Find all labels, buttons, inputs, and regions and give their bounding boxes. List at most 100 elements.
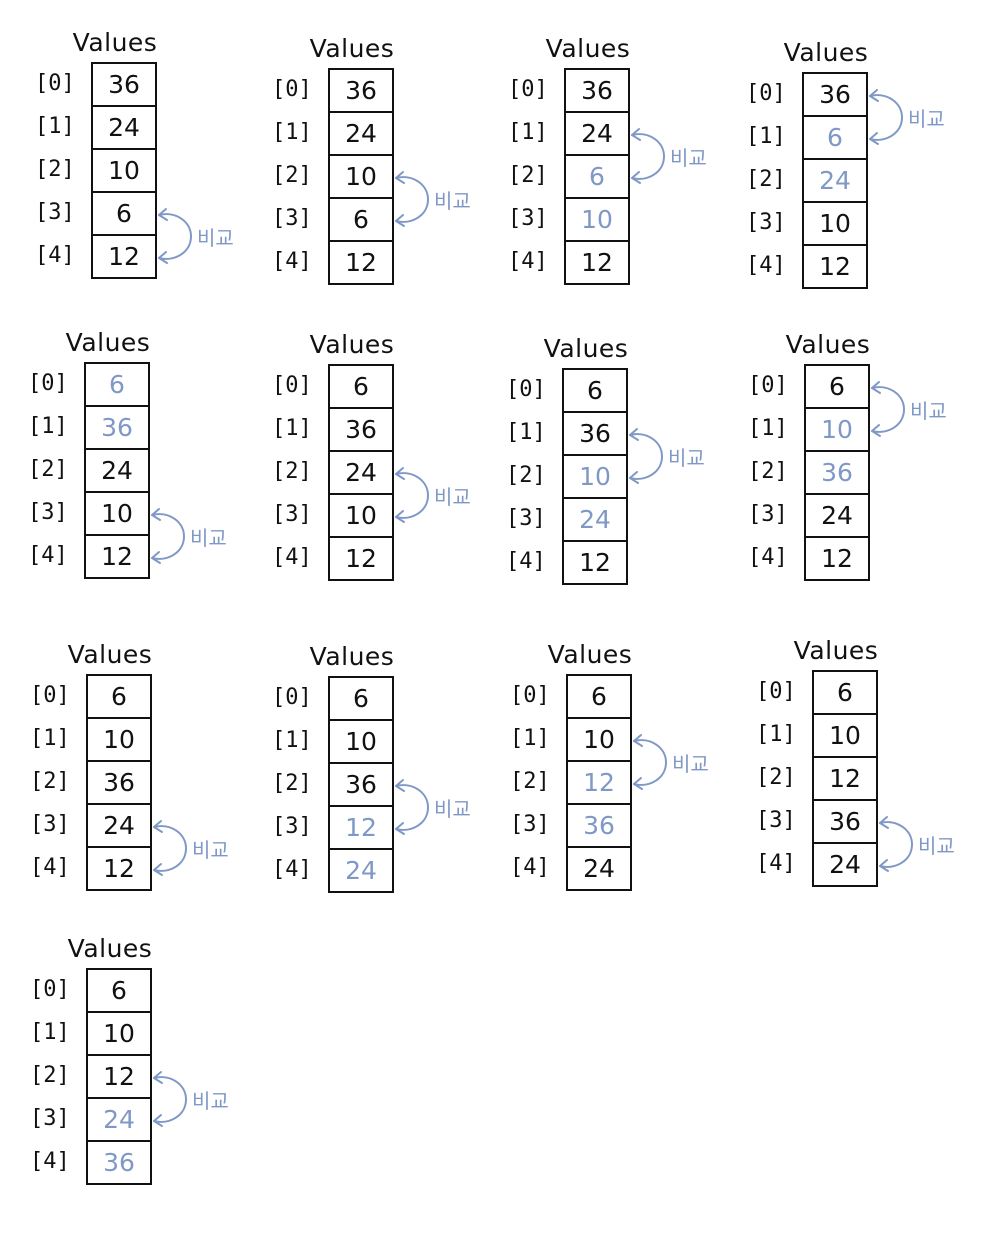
index-label: [4] (30, 1149, 70, 1174)
array-cell: 12 (581, 248, 613, 277)
index-label: [4] (506, 549, 546, 574)
index-label: [2] (272, 163, 312, 188)
index-label: [3] (508, 206, 548, 231)
array-cell: 10 (86, 493, 148, 536)
array-cell: 12 (821, 544, 853, 573)
index-column: [0][1][2][3][4] (508, 68, 558, 283)
index-label: [0] (272, 77, 312, 102)
array-title: Values (309, 642, 395, 671)
index-label: [0] (272, 373, 312, 398)
index-label: [1] (35, 114, 75, 139)
index-column: [0][1][2][3][4] (510, 674, 560, 889)
array-cell: 12 (568, 762, 630, 805)
index-label: [4] (746, 253, 786, 278)
index-label: [1] (756, 722, 796, 747)
index-label: [3] (272, 502, 312, 527)
index-label: [3] (30, 812, 70, 837)
array-cell: 12 (108, 242, 140, 271)
index-label: [2] (272, 771, 312, 796)
compare-label: 비교 (192, 1089, 229, 1113)
compare-label: 비교 (670, 146, 707, 170)
index-column: [0][1][2][3][4] (35, 62, 85, 277)
index-label: [0] (28, 371, 68, 396)
index-label: [2] (30, 769, 70, 794)
array-cell: 36 (330, 409, 392, 452)
array-cell: 24 (330, 452, 392, 495)
array-title: Values (547, 640, 633, 669)
index-label: [0] (30, 977, 70, 1002)
array-cell: 12 (101, 542, 133, 571)
array-cell: 6 (330, 366, 392, 409)
array-title: Values (545, 34, 631, 63)
compare-label: 비교 (910, 399, 947, 423)
array-cell: 12 (88, 1056, 150, 1099)
index-label: [0] (748, 373, 788, 398)
index-label: [3] (748, 502, 788, 527)
compare-label: 비교 (434, 189, 471, 213)
compare-label: 비교 (668, 446, 705, 470)
index-label: [4] (28, 543, 68, 568)
index-column: [0][1][2][3][4] (756, 670, 806, 885)
index-column: [0][1][2][3][4] (506, 368, 556, 583)
array-cell: 10 (88, 719, 150, 762)
index-column: [0][1][2][3][4] (272, 676, 322, 891)
array-cell: 10 (330, 721, 392, 764)
array-title: Values (309, 330, 395, 359)
array-cell: 12 (819, 252, 851, 281)
compare-arrow-icon (633, 733, 668, 790)
index-label: [1] (272, 120, 312, 145)
compare-arrow-icon (395, 170, 430, 227)
array-cell: 10 (330, 156, 392, 199)
index-label: [1] (510, 726, 550, 751)
index-label: [1] (746, 124, 786, 149)
index-label: [0] (746, 81, 786, 106)
array-cell: 10 (568, 719, 630, 762)
array-title: Values (65, 328, 151, 357)
index-label: [3] (746, 210, 786, 235)
compare-label: 비교 (192, 838, 229, 862)
index-label: [3] (506, 506, 546, 531)
array-title: Values (793, 636, 879, 665)
index-label: [4] (30, 855, 70, 880)
array-cell: 10 (330, 495, 392, 538)
array-cell: 6 (330, 678, 392, 721)
array-title: Values (783, 38, 869, 67)
index-label: [1] (508, 120, 548, 145)
array-cell: 24 (566, 113, 628, 156)
compare-arrow-icon (871, 380, 906, 437)
index-label: [1] (272, 416, 312, 441)
array-cell: 10 (814, 715, 876, 758)
array-cell: 36 (568, 805, 630, 848)
array-cell: 10 (804, 203, 866, 246)
index-column: [0][1][2][3][4] (748, 364, 798, 579)
array-cell: 6 (88, 970, 150, 1013)
array-cell: 24 (86, 450, 148, 493)
index-label: [1] (748, 416, 788, 441)
index-label: [1] (30, 726, 70, 751)
array-cell: 36 (88, 762, 150, 805)
index-label: [0] (35, 71, 75, 96)
index-label: [0] (506, 377, 546, 402)
array-cell: 36 (330, 764, 392, 807)
index-label: [4] (508, 249, 548, 274)
array-cell: 12 (345, 248, 377, 277)
array-cell: 24 (330, 113, 392, 156)
index-label: [3] (510, 812, 550, 837)
compare-arrow-icon (629, 427, 664, 484)
index-column: [0][1][2][3][4] (272, 364, 322, 579)
array-title: Values (543, 334, 629, 363)
